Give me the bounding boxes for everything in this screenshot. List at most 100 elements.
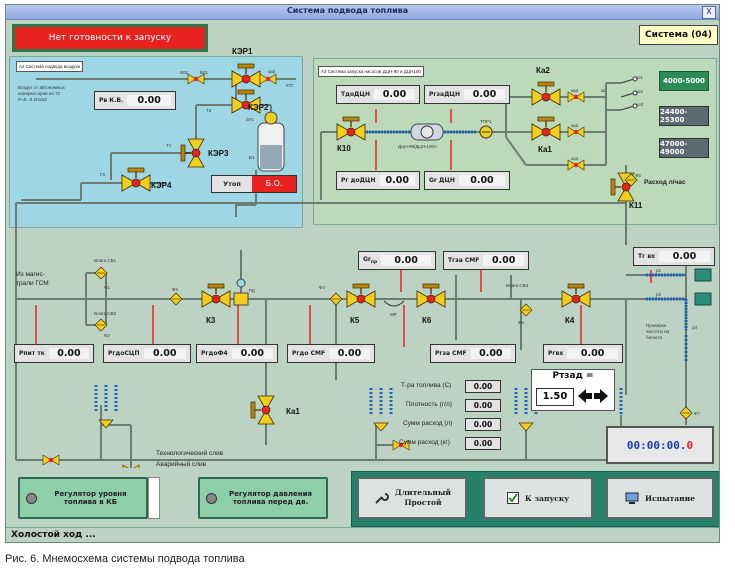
long-idle-label-line-1: Длительный (395, 488, 451, 497)
stat-density-value: 0.00 (465, 399, 501, 412)
rzad-panel: Ртзад = 1.50 (531, 369, 615, 411)
lbl-r1: р1 (656, 268, 662, 273)
gauge-t-vx-label: Тг вх (638, 253, 655, 260)
gauge-pv-kb-value: 0.00 (127, 95, 171, 106)
rzad-decrease-arrow-icon[interactable] (578, 389, 592, 403)
lbl-f4: Ф4 (319, 285, 325, 290)
gauge-gr-pr-label-main: Gr (363, 255, 371, 263)
valve-ka1-label: Ка1 (286, 407, 300, 416)
valve-ka2-label: Ка2 (536, 66, 550, 75)
long-idle-button[interactable]: Длительный Простой (357, 477, 467, 519)
range-button-4000-5000[interactable]: 4000-5000 (659, 71, 709, 91)
lbl-tpr1: ТПР1 (480, 119, 492, 124)
lbl-f2: Ф2 (104, 333, 110, 338)
gauge-gr-dcn-value: 0.00 (458, 175, 505, 186)
lbl-pump: ДЦН-80/ДЦН-100А (398, 144, 438, 149)
rzad-label: Ртзад = (552, 371, 594, 381)
valve-ker2-label: КЭР2 (248, 103, 269, 112)
gauge-t-do-dcn-label: ТдоДЦН (341, 91, 370, 98)
a2-note-line-2: компрессоров на 70 (18, 91, 61, 96)
stat-temperature-label: Т-ра топлива (С) (401, 382, 452, 389)
gauge-r-pit-tk-label: Рпит тк (19, 350, 45, 357)
lbl-rd: РД (249, 288, 255, 293)
lbl-t1: Т1 (166, 143, 172, 148)
lbl-flow: Расход л/час (644, 179, 686, 186)
lbl-emergency-drain: Аварийный слив (156, 461, 207, 468)
gauge-t-vx-value: 0.00 (658, 251, 710, 262)
gauge-r-do-smf-label: Ргдо СМF (292, 350, 326, 357)
lbl-ka3-2: ка3 (571, 123, 579, 128)
computer-icon (625, 492, 639, 504)
gauge-r-do-dcn-value: 0.00 (379, 175, 415, 186)
wrench-icon (375, 493, 390, 504)
pressure-regulator-label: Регулятор давления топлива перед дв. (229, 490, 312, 506)
timer-display: 00:00:00.0 (606, 426, 714, 464)
test-label: Испытание (645, 493, 695, 503)
utop-label: Утоп (212, 176, 252, 192)
not-ready-banner: Нет готовности к запуску (12, 24, 208, 52)
lbl-zu1: ЗУ1 (246, 117, 255, 122)
not-ready-text: Нет готовности к запуску (48, 33, 172, 43)
lbl-ko2: ко2 (636, 89, 644, 94)
rzad-value: 1.50 (536, 388, 574, 406)
lbl-b1: Б1 (249, 155, 255, 160)
lbl-r3: р3 (692, 325, 698, 330)
long-idle-label: Длительный Простой (395, 488, 451, 508)
gauge-gr-pr-label: Grпр (363, 256, 377, 265)
lbl-from-gsm-2: трали ГСМ (16, 280, 49, 287)
level-regulator-label: Регулятор уровня топлива в КБ (54, 490, 127, 506)
lbl-b01: Б01 (200, 70, 208, 75)
stat-sum-kg-label: Сумм расход (кг) (399, 439, 450, 446)
gauge-gr-pr-value: 0.00 (381, 255, 431, 266)
lbl-sh: Ш (601, 88, 606, 93)
zone-a3-title: А3 Система запуска насосов ДЦН-80 и ДЦН1… (318, 66, 424, 77)
lbl-r2: р2 (656, 292, 662, 297)
level-regulator-indicator-icon (25, 492, 37, 504)
valve-ker1-label: КЭР1 (232, 47, 253, 56)
system-label: Система (04) (639, 25, 718, 45)
rzad-increase-arrow-icon[interactable] (594, 389, 608, 403)
stat-sum-kg-value: 0.00 (465, 437, 501, 450)
valve-k5-label: К5 (350, 316, 360, 325)
gauge-r-za-smf-label: Ргза СМF (435, 350, 467, 357)
gauge-r-vx-value: 0.00 (567, 348, 618, 359)
gauge-t-za-smf-value: 0.00 (483, 255, 524, 266)
gauge-pv-kb-label: Рв К.Б. (99, 97, 124, 104)
lbl-ktg: КТГ (286, 83, 294, 88)
lbl-t2: Т2 (206, 108, 212, 113)
to-start-button[interactable]: К запуску (483, 477, 593, 519)
valve-k3-label: К3 (206, 316, 216, 325)
level-regulator-side-panel (148, 477, 160, 519)
main-window: Система подвода топлива X (5, 4, 720, 543)
gauge-r-za-smf-value: 0.00 (470, 348, 511, 359)
gauge-r-do-scp-label: РгдоСЦП (108, 350, 140, 357)
valve-k4-label: К4 (565, 316, 575, 325)
pressure-regulator-button[interactable]: Регулятор давления топлива перед дв. (198, 477, 328, 519)
lbl-ko3: ко3 (636, 102, 644, 107)
close-button[interactable]: X (702, 6, 716, 19)
gauge-gr-dcn-label: Gr ДЦН (429, 177, 455, 184)
gauge-gr-pr-label-sub: пр (370, 260, 378, 266)
range-button-47000-49000[interactable]: 47000-49000 (659, 138, 709, 158)
lbl-ka3-3: ка3 (571, 156, 579, 161)
gauge-r-do-smf-value: 0.00 (329, 348, 370, 359)
stat-density-label: Плотность (г/л) (406, 401, 452, 408)
level-regulator-button[interactable]: Регулятор уровня топлива в КБ (18, 477, 148, 519)
valve-ker4-label: КЭР4 (151, 181, 172, 190)
lbl-f1: Ф1 (104, 285, 110, 290)
range-button-24400-25300[interactable]: 24400-25300 (659, 106, 709, 126)
stat-temperature-value: 0.00 (465, 380, 501, 393)
valve-ker3-label: КЭР3 (208, 149, 229, 158)
mode-status-bar: Холостой ход ... (6, 527, 719, 542)
stat-sum-l-label: Сумм расход (л) (403, 420, 453, 427)
test-button[interactable]: Испытание (606, 477, 714, 519)
